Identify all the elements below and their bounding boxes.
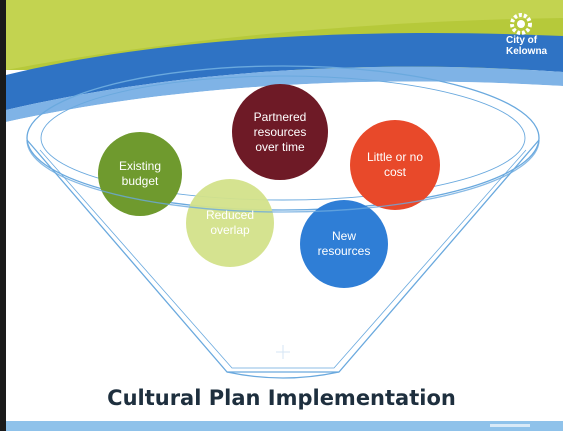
scan-edge bbox=[0, 0, 6, 431]
bubble-label-line: Partnered bbox=[253, 109, 307, 124]
footer-bar bbox=[6, 421, 563, 431]
bubble-label-line: New bbox=[331, 229, 356, 243]
bubble-reduced-overlap bbox=[186, 179, 274, 267]
bubble-label-line: Little or no bbox=[366, 150, 424, 164]
bubble-label-line: Reduced bbox=[205, 208, 255, 222]
bubble-label-line: resources bbox=[317, 244, 371, 258]
logo-text: City of Kelowna bbox=[506, 35, 548, 57]
header-swoosh-light bbox=[6, 66, 563, 122]
funnel bbox=[26, 65, 540, 379]
bubbles-layer bbox=[98, 84, 440, 288]
sparkle-decoration bbox=[276, 345, 290, 359]
bubble-partnered bbox=[232, 84, 328, 180]
header-band-highlight bbox=[6, 0, 563, 70]
logo bbox=[510, 13, 532, 35]
bubble-label-line: Existing bbox=[118, 159, 162, 173]
bubble-label-line: budget bbox=[121, 174, 159, 188]
bubble-label-line: resources bbox=[253, 124, 307, 139]
sun-flower-icon bbox=[510, 13, 532, 35]
funnel-rim-front bbox=[26, 139, 540, 213]
logo-center bbox=[517, 20, 525, 28]
footer-mark bbox=[490, 424, 530, 427]
bubble-label-line: cost bbox=[383, 165, 406, 179]
bubble-label-line: overlap bbox=[210, 223, 250, 237]
bubble-new-resources bbox=[300, 200, 388, 288]
header-swoosh bbox=[6, 33, 563, 111]
bubble-little-or-no-cost bbox=[350, 120, 440, 210]
slide-title: Cultural Plan Implementation bbox=[107, 386, 456, 410]
bubble-label-line: over time bbox=[255, 139, 305, 154]
